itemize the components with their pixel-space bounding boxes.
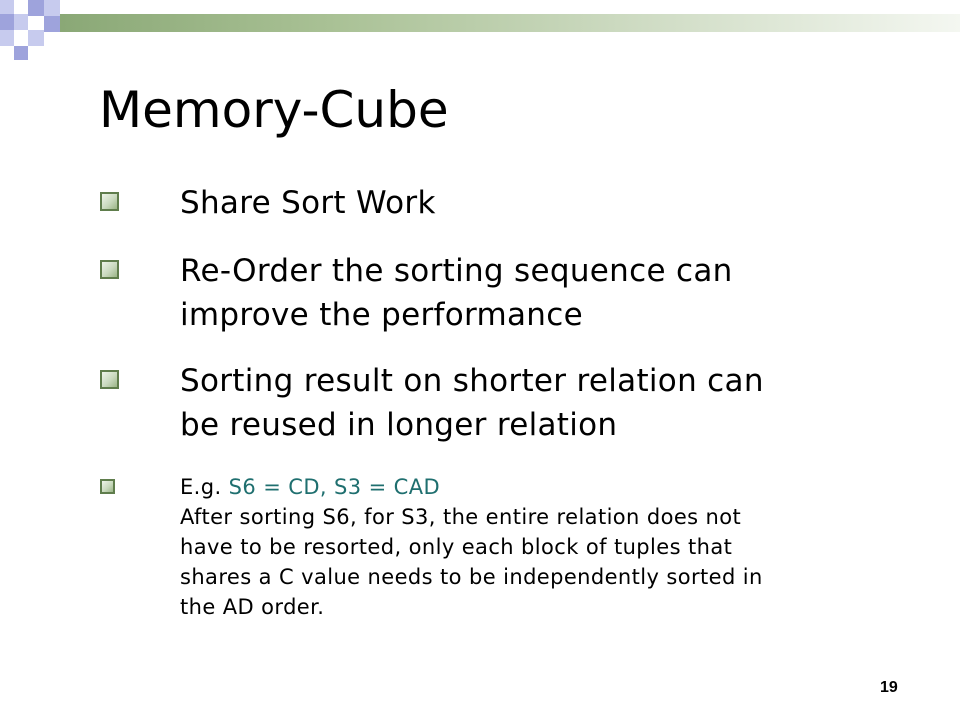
example-prefix: E.g. xyxy=(180,475,229,499)
example-line-4: the AD order. xyxy=(180,595,325,619)
square-bullet-icon xyxy=(100,370,119,389)
bullet-text: Share Sort Work xyxy=(180,185,436,221)
example-highlight: S6 = CD, S3 = CAD xyxy=(228,475,441,499)
square-bullet-icon xyxy=(100,260,119,279)
bullet-text-line-2: improve the performance xyxy=(180,297,583,333)
header-gradient-bar xyxy=(60,14,960,32)
example-line-1: After sorting S6, for S3, the entire rel… xyxy=(180,505,742,529)
example-line-2: have to be resorted, only each block of … xyxy=(180,535,733,559)
example-line-3: shares a C value needs to be independent… xyxy=(180,565,763,589)
square-bullet-icon xyxy=(100,192,119,211)
bullet-text-line-1: Re-Order the sorting sequence can xyxy=(180,253,733,289)
bullet-text-line-1: Sorting result on shorter relation can xyxy=(180,363,764,399)
page-number: 19 xyxy=(880,679,898,696)
square-bullet-icon xyxy=(100,479,115,494)
bullet-text-line-2: be reused in longer relation xyxy=(180,407,618,443)
slide-title: Memory-Cube xyxy=(99,81,449,139)
example-heading: E.g. S6 = CD, S3 = CAD xyxy=(180,473,440,501)
